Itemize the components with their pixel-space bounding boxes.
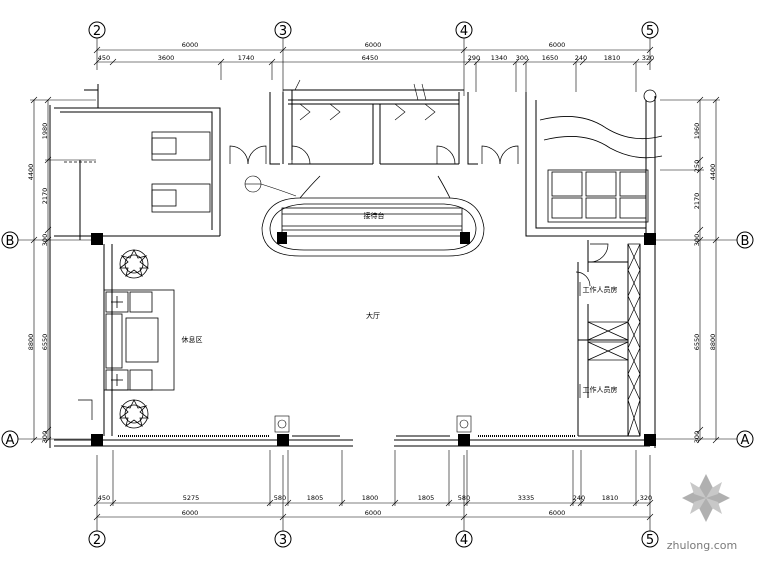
dimension-lines-left bbox=[30, 96, 96, 444]
axis-label-bottom-3: 3 bbox=[279, 533, 287, 548]
axis-label-top-3: 3 bbox=[279, 24, 287, 39]
dim-right-detail-4: 300 bbox=[693, 234, 701, 246]
staff-wardrobes bbox=[579, 243, 641, 437]
dim-left-overall-2: 8800 bbox=[27, 334, 35, 351]
walls bbox=[49, 84, 656, 448]
axis-label-bottom-4: 4 bbox=[460, 533, 468, 548]
grid-lines bbox=[18, 38, 737, 531]
dim-top-overall-2: 6000 bbox=[365, 41, 382, 49]
dim-bottom-detail-4: 1805 bbox=[307, 494, 324, 502]
axis-label-top-5: 5 bbox=[646, 24, 654, 39]
dimension-lines-top bbox=[93, 46, 654, 92]
dim-bottom-detail-6: 1805 bbox=[418, 494, 435, 502]
dim-right-overall-2: 8800 bbox=[709, 334, 717, 351]
dim-top-detail-8: 1650 bbox=[542, 54, 559, 62]
dim-top-detail-2: 3600 bbox=[158, 54, 175, 62]
dim-bottom-detail-7: 580 bbox=[458, 494, 470, 502]
room-label-reception: 接待台 bbox=[364, 211, 385, 220]
dim-top-detail-9: 240 bbox=[575, 54, 587, 62]
doors bbox=[78, 145, 609, 420]
dim-left-overall-1: 4400 bbox=[27, 164, 35, 181]
dim-top-detail-4: 6450 bbox=[362, 54, 379, 62]
dim-right-detail-5: 6550 bbox=[693, 334, 701, 351]
dim-right-detail-6: 300 bbox=[693, 431, 701, 443]
dim-left-detail-2: 2170 bbox=[41, 188, 49, 205]
facade-bottom bbox=[54, 435, 650, 447]
dim-bottom-detail-11: 320 bbox=[640, 494, 652, 502]
watermark-logo bbox=[682, 474, 730, 522]
dim-top-detail-11: 320 bbox=[642, 54, 654, 62]
dimension-lines-right bbox=[660, 96, 720, 444]
index-bubble bbox=[244, 175, 297, 197]
columns bbox=[91, 232, 656, 446]
axis-label-top-4: 4 bbox=[460, 24, 468, 39]
right-wing-fixtures bbox=[539, 89, 663, 223]
axis-bubbles-top bbox=[88, 21, 659, 39]
room-label-staff-1: 工作人员房 bbox=[583, 285, 618, 294]
room-label-staff-2: 工作人员房 bbox=[583, 385, 618, 394]
dim-bottom-overall-3: 6000 bbox=[549, 509, 566, 517]
central-bays-detail bbox=[294, 79, 436, 121]
dim-left-detail-5: 300 bbox=[41, 431, 49, 443]
room-label-lobby: 大厅 bbox=[366, 311, 380, 320]
left-wing-fixtures bbox=[64, 131, 211, 213]
axis-label-left-B: B bbox=[6, 234, 15, 249]
plant-icon bbox=[118, 249, 150, 429]
dim-right-detail-2: 250 bbox=[693, 160, 701, 172]
dim-top-detail-7: 300 bbox=[516, 54, 528, 62]
dim-top-overall-3: 6000 bbox=[549, 41, 566, 49]
dim-top-detail-6: 1340 bbox=[491, 54, 508, 62]
reception-desk bbox=[261, 175, 485, 257]
watermark-text: zhulong.com bbox=[667, 539, 737, 552]
dim-right-detail-3: 2170 bbox=[693, 193, 701, 210]
dim-left-detail-1: 1980 bbox=[41, 123, 49, 140]
dim-top-overall-1: 6000 bbox=[182, 41, 199, 49]
dimension-lines-bottom bbox=[93, 450, 654, 521]
axis-label-right-B: B bbox=[741, 234, 750, 249]
entrance-markers bbox=[274, 415, 472, 433]
dim-bottom-detail-10: 1810 bbox=[602, 494, 619, 502]
dim-bottom-detail-5: 1800 bbox=[362, 494, 379, 502]
dim-bottom-detail-1: 450 bbox=[98, 494, 110, 502]
dim-top-detail-10: 1810 bbox=[604, 54, 621, 62]
dim-top-detail-3: 1740 bbox=[238, 54, 255, 62]
sofa-set bbox=[103, 289, 175, 391]
axis-label-right-A: A bbox=[741, 433, 750, 448]
dim-left-detail-4: 6550 bbox=[41, 334, 49, 351]
dim-right-overall-1: 4400 bbox=[709, 164, 717, 181]
dim-bottom-detail-3: 580 bbox=[274, 494, 286, 502]
dim-bottom-overall-2: 6000 bbox=[365, 509, 382, 517]
dim-top-detail-5: 290 bbox=[468, 54, 480, 62]
dim-left-detail-3: 300 bbox=[41, 234, 49, 246]
room-label-rest-area: 休息区 bbox=[182, 335, 203, 344]
dim-bottom-overall-1: 6000 bbox=[182, 509, 199, 517]
axis-label-top-2: 2 bbox=[93, 24, 101, 39]
axis-label-bottom-5: 5 bbox=[646, 533, 654, 548]
dim-bottom-detail-2: 5275 bbox=[183, 494, 200, 502]
dim-right-detail-1: 1960 bbox=[693, 123, 701, 140]
dim-top-detail-1: 450 bbox=[98, 54, 110, 62]
axis-label-bottom-2: 2 bbox=[93, 533, 101, 548]
dim-bottom-detail-8: 3335 bbox=[518, 494, 535, 502]
dim-bottom-detail-9: 240 bbox=[573, 494, 585, 502]
axis-bubbles-bottom bbox=[88, 530, 659, 548]
axis-label-left-A: A bbox=[6, 433, 15, 448]
